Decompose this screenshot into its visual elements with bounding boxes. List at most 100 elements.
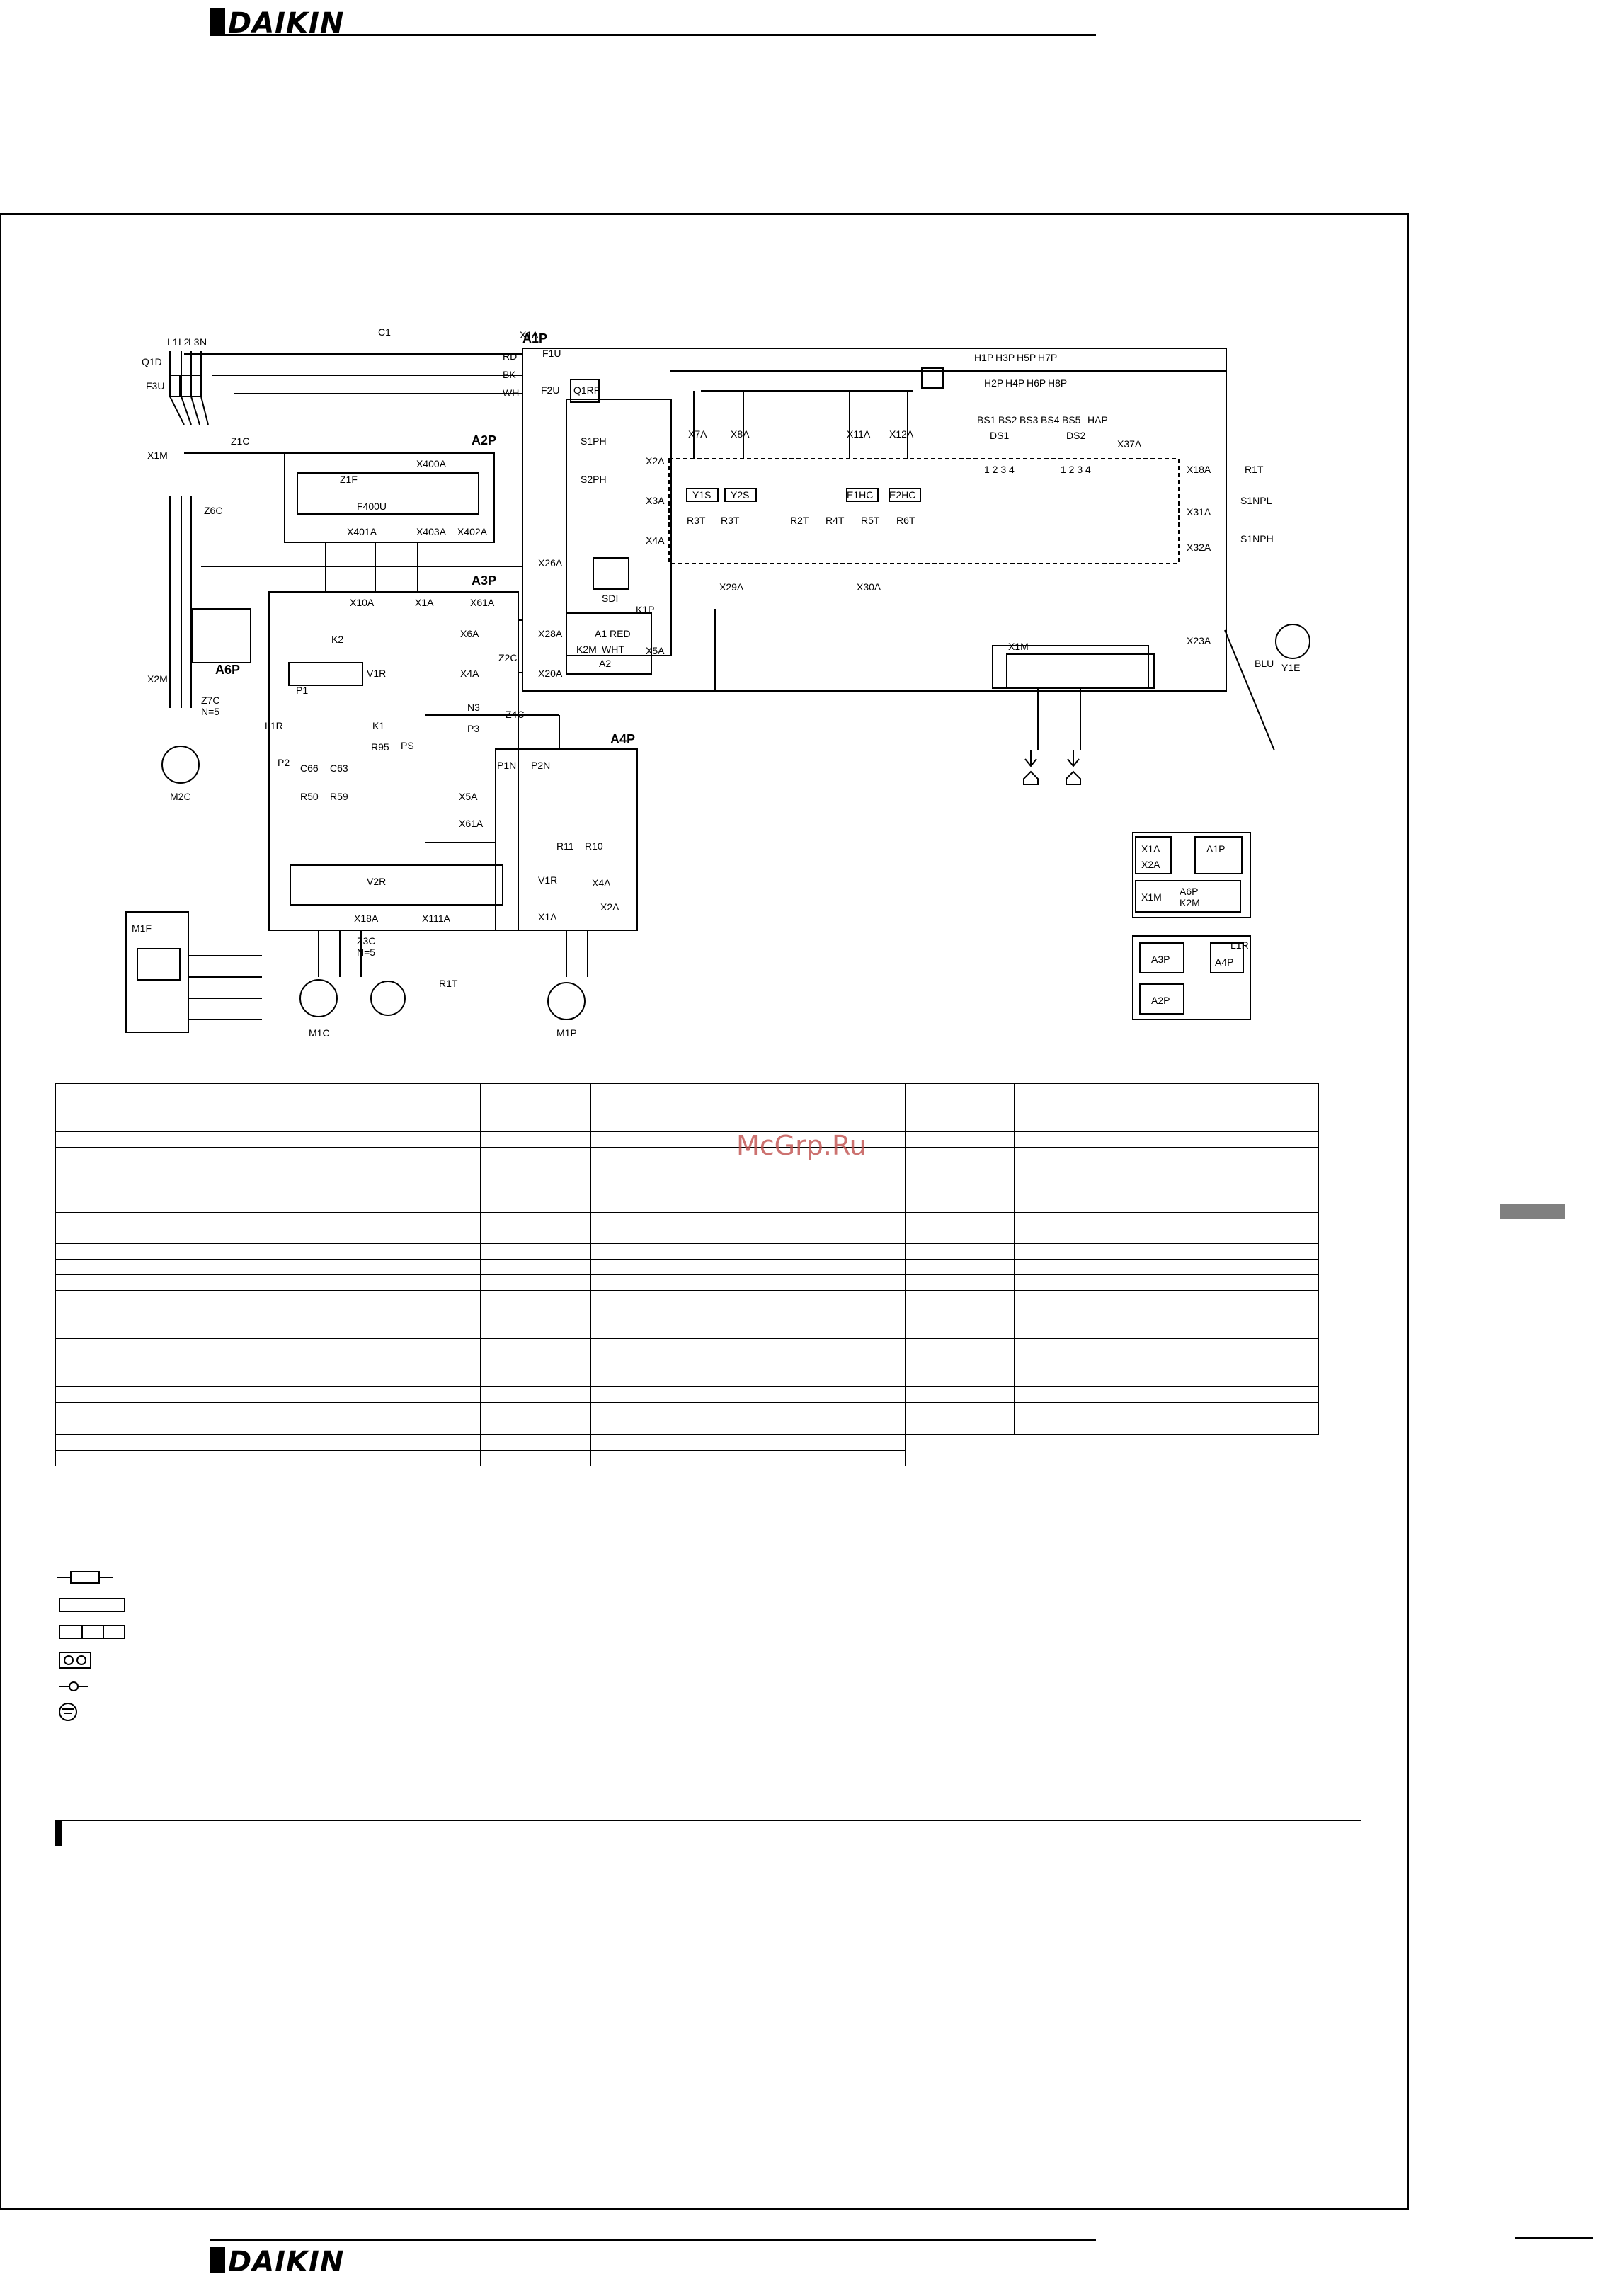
- label-h6p: H6P: [1027, 377, 1046, 389]
- label-v2r: V2R: [367, 876, 386, 887]
- label-s1nph: S1NPH: [1240, 533, 1274, 544]
- label-m1p: M1P: [556, 1027, 577, 1039]
- label-q1d: Q1D: [142, 356, 162, 367]
- label-x1m-r: X1M: [1008, 641, 1029, 652]
- label-ds1-nums: 1 2 3 4: [984, 464, 1015, 475]
- side-tab: [1500, 1204, 1565, 1219]
- label-e2hc: E2HC: [889, 489, 915, 501]
- label-x2m: X2M: [147, 673, 168, 685]
- label-r50: R50: [300, 791, 319, 802]
- label-n3: N3: [467, 702, 480, 713]
- label-p3: P3: [467, 723, 479, 734]
- label-n: N: [200, 336, 207, 348]
- label-a1p: A1P: [522, 331, 547, 345]
- label-x1a-a3p: X1A: [415, 597, 434, 608]
- label-bk: BK: [503, 369, 516, 380]
- label-l1: L1: [167, 336, 178, 348]
- label-p1: P1: [296, 685, 308, 696]
- label-h8p: H8P: [1048, 377, 1067, 389]
- label-wh: WH: [503, 387, 519, 399]
- layout-a2p: A2P: [1151, 995, 1170, 1006]
- label-a4p: A4P: [610, 732, 635, 746]
- board-a6p: [192, 608, 251, 663]
- label-h3p: H3P: [995, 352, 1015, 363]
- label-y2s: Y2S: [731, 489, 749, 501]
- label-p1n: P1N: [497, 760, 516, 771]
- label-x1a: X1A: [520, 329, 539, 341]
- label-z1c: Z1C: [231, 435, 249, 447]
- label-r10: R10: [585, 840, 603, 852]
- label-h7p: H7P: [1038, 352, 1057, 363]
- layout-a3p: A3P: [1151, 954, 1170, 965]
- parts-table: [55, 1083, 1319, 1466]
- label-c1: C1: [378, 326, 391, 338]
- label-x111a: X111A: [422, 913, 451, 924]
- label-m2c: M2C: [170, 791, 191, 802]
- label-f1u: F1U: [542, 348, 561, 359]
- label-k1p: K1P: [636, 604, 654, 615]
- label-x30a: X30A: [857, 581, 881, 593]
- label-x61a: X61A: [470, 597, 495, 608]
- footer-logo-mark: [210, 2247, 225, 2273]
- motor-m2c: [161, 746, 200, 784]
- layout-box-1: [1132, 832, 1251, 918]
- label-sdi: SDI: [602, 593, 618, 604]
- label-y1e: Y1E: [1281, 662, 1300, 673]
- label-z3c: Z3C: [357, 935, 375, 947]
- label-r4t: R4T: [826, 515, 845, 526]
- label-a2: A2: [599, 658, 611, 669]
- label-x26a: X26A: [538, 557, 563, 569]
- label-x18a-r: X18A: [1187, 464, 1211, 475]
- label-m1c: M1C: [309, 1027, 330, 1039]
- label-x4a: X4A: [460, 668, 479, 679]
- valve-y1e: [1275, 624, 1310, 659]
- label-r3t: R3T: [687, 515, 706, 526]
- label-p2: P2: [278, 757, 290, 768]
- label-z7c: Z7C: [201, 695, 219, 706]
- label-h2p: H2P: [984, 377, 1003, 389]
- label-y1s: Y1S: [692, 489, 711, 501]
- layout-l1r: L1R: [1230, 939, 1249, 951]
- label-r5t: R5T: [861, 515, 880, 526]
- board-a3p: [268, 591, 519, 931]
- fan-motor-m1f: [125, 911, 189, 1033]
- label-x20a: X20A: [538, 668, 563, 679]
- layout-x2a: X2A: [1141, 859, 1160, 870]
- label-r1t: R1T: [439, 978, 458, 989]
- label-x23a: X23A: [1187, 635, 1211, 646]
- label-s2ph: S2PH: [581, 474, 607, 485]
- label-a2p: A2P: [472, 433, 496, 447]
- label-r3t-2: R3T: [721, 515, 740, 526]
- label-x61a-a4p: X61A: [459, 818, 484, 829]
- label-x403a: X403A: [416, 526, 447, 537]
- label-wht: WHT: [602, 644, 624, 655]
- label-x1a-a4p: X1A: [538, 911, 557, 923]
- label-a6p: A6P: [215, 663, 240, 677]
- watermark: McGrp.Ru: [736, 1130, 867, 1161]
- label-f2u: F2U: [541, 384, 559, 396]
- board-a2p: [284, 452, 495, 543]
- label-q1rp: Q1RP: [573, 384, 600, 396]
- label-r1t-r: R1T: [1245, 464, 1264, 475]
- layout-a4p: A4P: [1215, 956, 1233, 968]
- label-x5a: X5A: [646, 645, 665, 656]
- label-a1-red: A1 RED: [595, 628, 631, 639]
- label-hap: HAP: [1087, 414, 1108, 425]
- label-x2a-a4p: X2A: [600, 901, 619, 913]
- legend-symbols: [57, 1571, 125, 1721]
- label-c66: C66: [300, 763, 319, 774]
- layout-a1p: A1P: [1206, 843, 1225, 855]
- label-bs2: BS2: [998, 414, 1017, 425]
- label-v1r-a4p: V1R: [538, 874, 557, 886]
- label-k2m: K2M: [576, 644, 597, 655]
- footer-rule: [210, 2239, 1096, 2241]
- label-r2t: R2T: [790, 515, 809, 526]
- page-number-rule: [1515, 2237, 1593, 2239]
- label-a3p: A3P: [472, 573, 496, 588]
- label-rd: RD: [503, 350, 517, 362]
- label-x28a: X28A: [538, 628, 563, 639]
- label-f3u: F3U: [146, 380, 164, 392]
- label-x18a: X18A: [354, 913, 379, 924]
- footer-logo: DAIKIN: [228, 2246, 345, 2278]
- label-ds2-nums: 1 2 3 4: [1061, 464, 1091, 475]
